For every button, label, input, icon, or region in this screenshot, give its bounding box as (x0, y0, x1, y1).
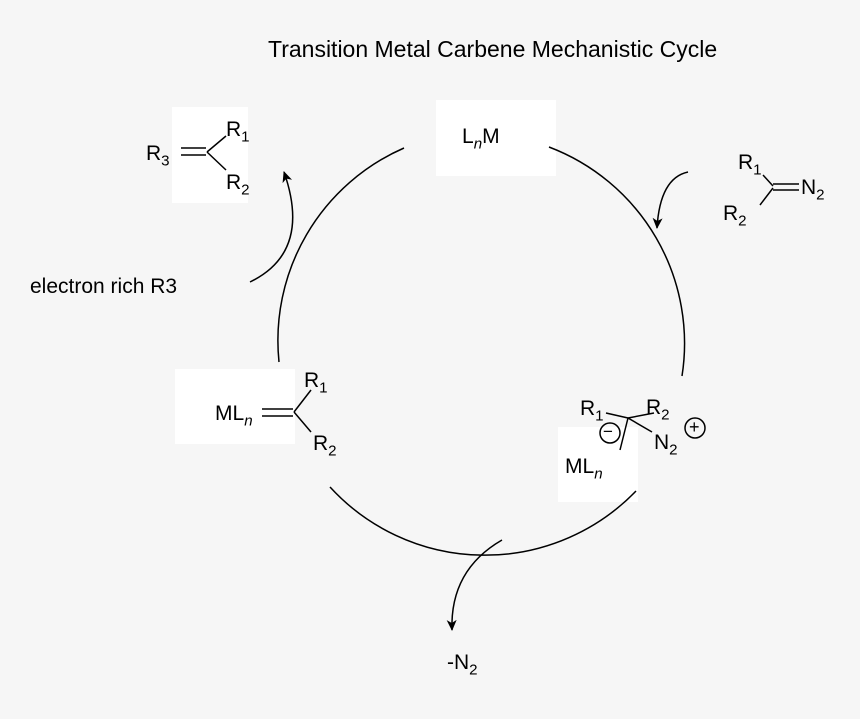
product-r1: R1 (226, 118, 250, 146)
catalyst-label: LnM (462, 125, 500, 151)
diazo-r1: R1 (738, 151, 762, 179)
product-r2: R2 (226, 171, 250, 199)
carbene-r2: R2 (313, 432, 337, 460)
intermediate-r1: R1 (580, 397, 604, 425)
carbene-mln: MLn (215, 402, 253, 430)
catalyst-box (436, 100, 556, 176)
reagent-entry-arrow (249, 171, 294, 283)
carbene-r1: R1 (304, 369, 328, 397)
n2-release-arrow (446, 539, 503, 631)
intermediate-box (558, 427, 638, 502)
cycle-arc-left (277, 147, 405, 363)
product-r3: R3 (146, 142, 170, 170)
diazo-r2: R2 (723, 202, 747, 230)
reagent-label: electron rich R3 (30, 275, 178, 298)
intermediate-plus: + (689, 417, 700, 437)
intermediate-mln: MLn (565, 455, 603, 483)
diazo-entry-arrow (652, 171, 689, 229)
intermediate-n2: N2 (654, 431, 678, 459)
cycle-arc-bottom (329, 486, 637, 556)
diazo-n2: N2 (801, 176, 825, 204)
cycle-arc-top-right (548, 146, 686, 377)
catalyst-l: L (462, 125, 474, 148)
byproduct-n2: -N2 (447, 651, 478, 679)
catalyst-n: n (473, 135, 483, 153)
intermediate-r2: R2 (646, 396, 670, 424)
carbene-box (175, 369, 295, 444)
catalyst-m: M (482, 125, 500, 148)
intermediate-minus: − (603, 422, 613, 441)
diagram-title: Transition Metal Carbene Mechanistic Cyc… (268, 36, 718, 62)
